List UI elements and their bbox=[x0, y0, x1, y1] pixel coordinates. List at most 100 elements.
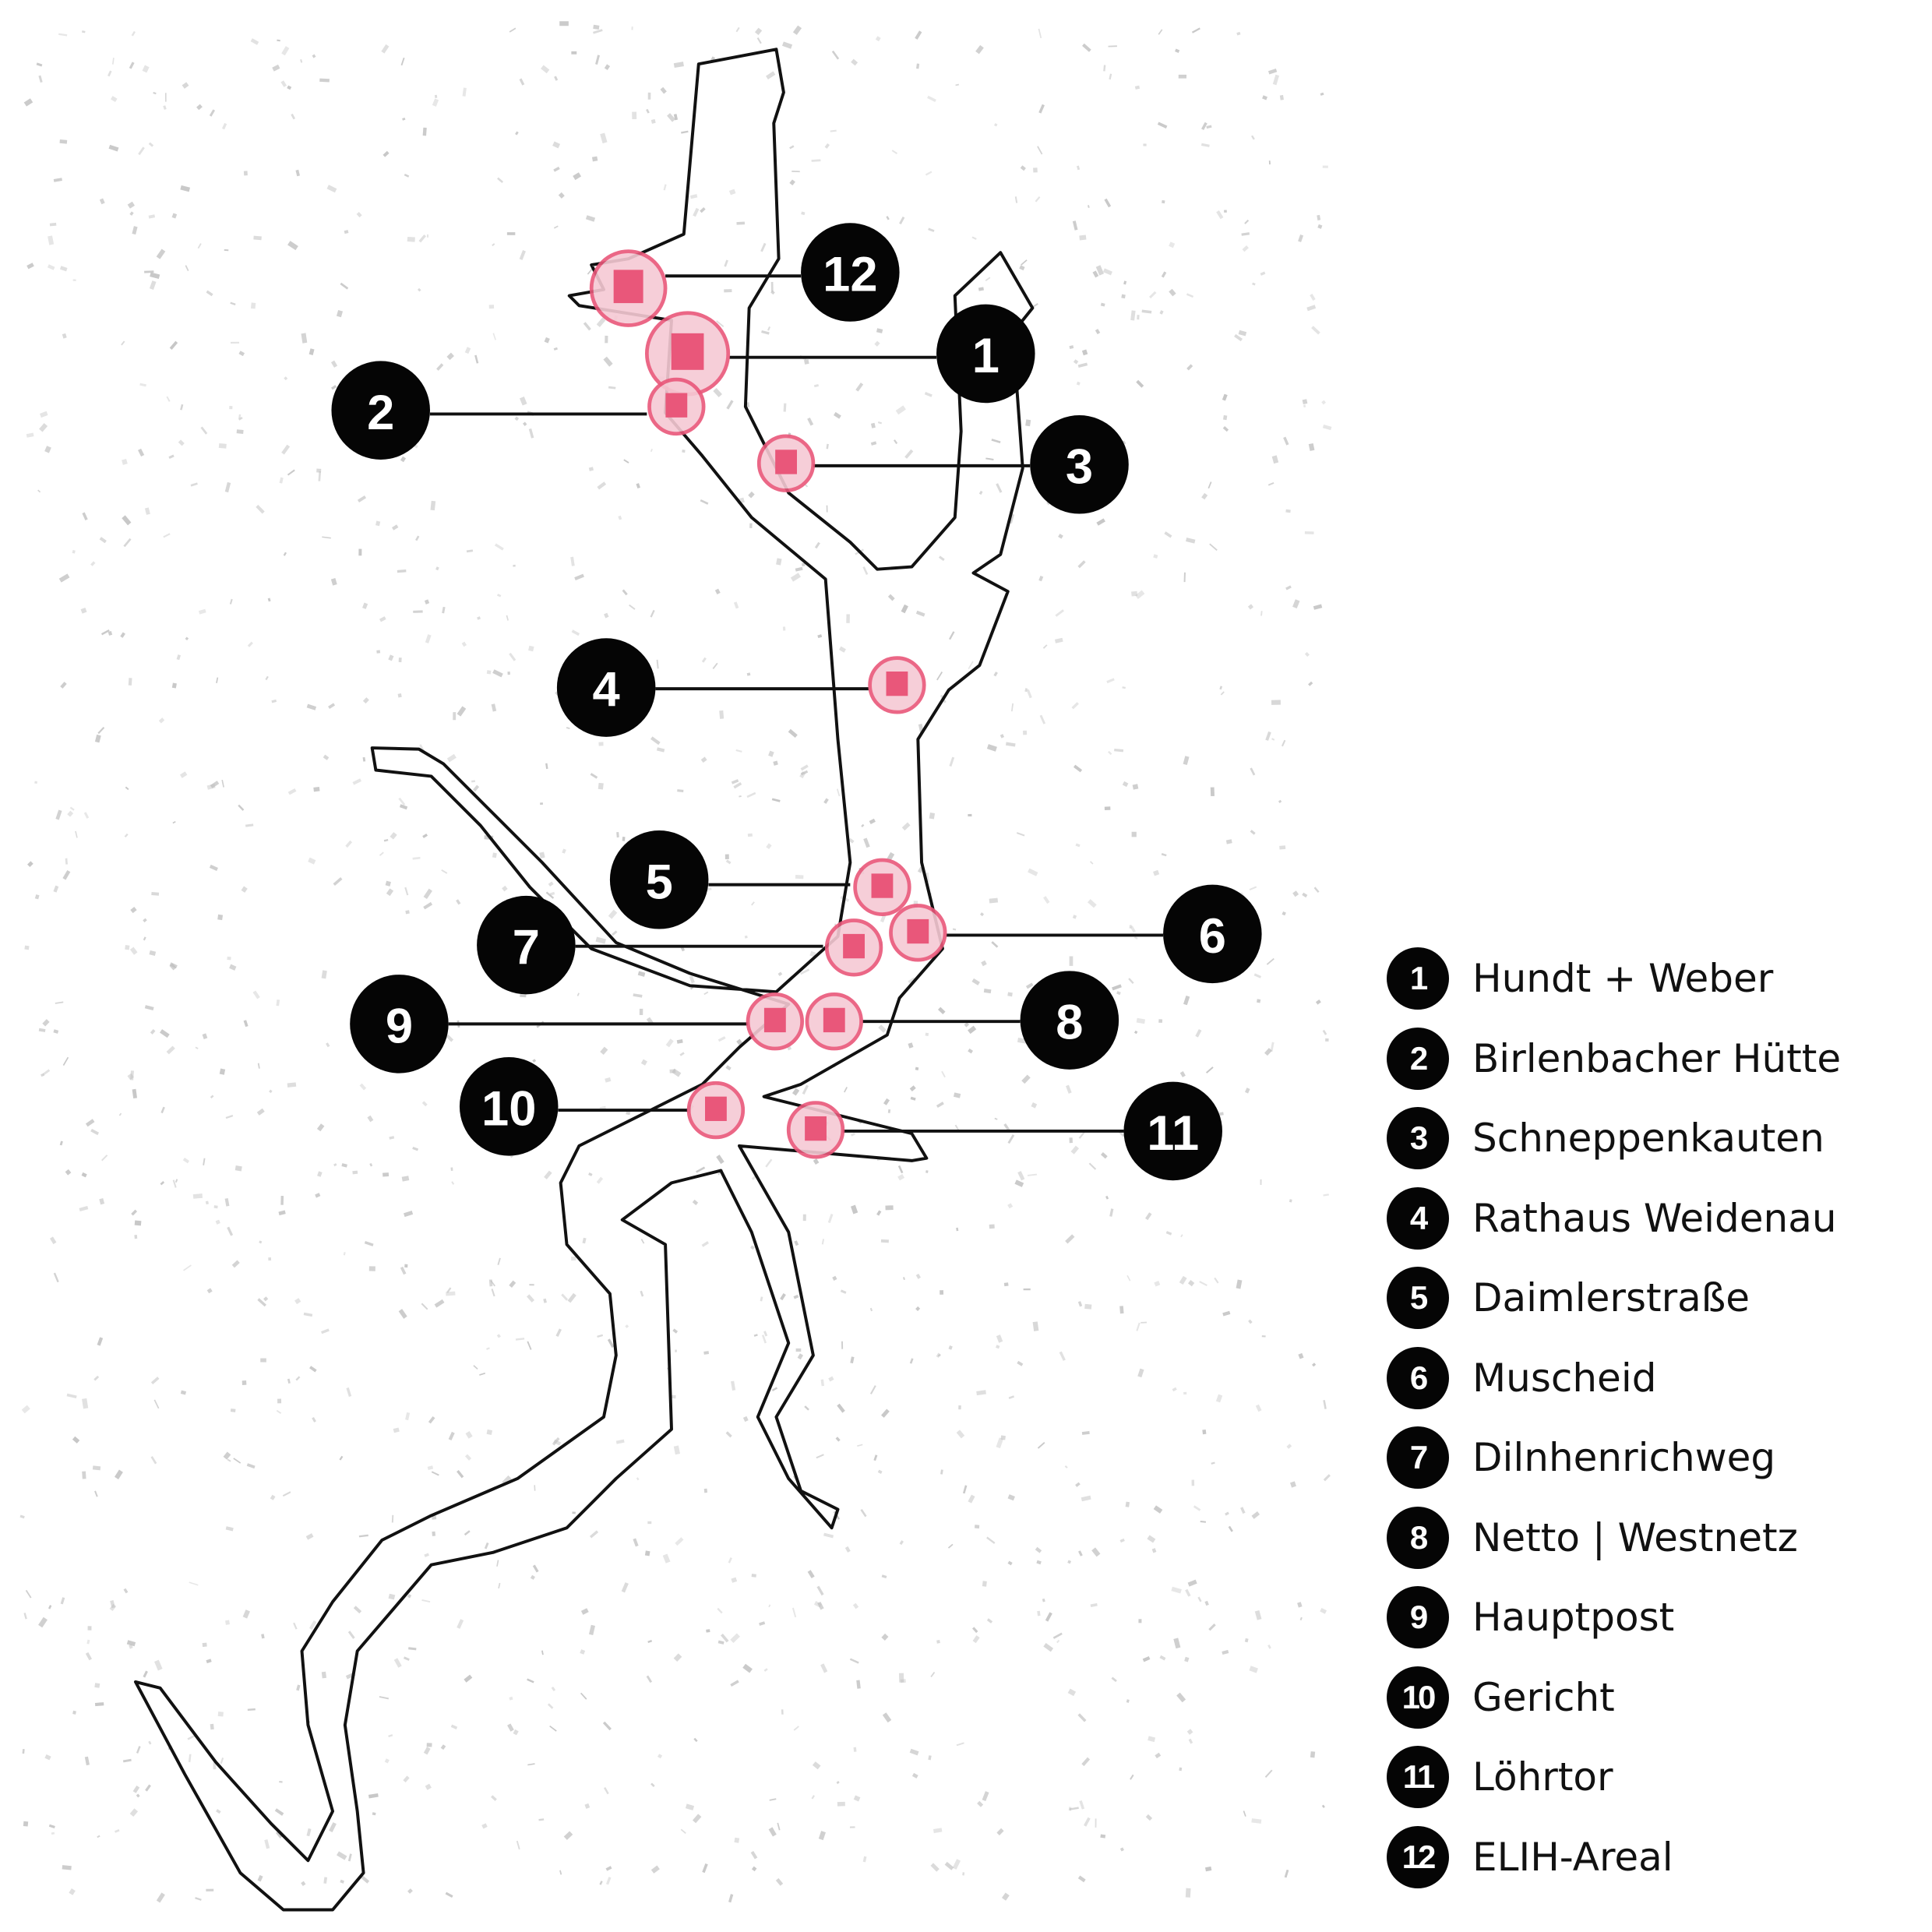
building-mark bbox=[83, 812, 90, 819]
building-mark bbox=[807, 417, 814, 426]
building-mark bbox=[223, 1451, 231, 1460]
building-mark bbox=[1271, 738, 1275, 741]
building-mark bbox=[321, 970, 327, 979]
building-mark bbox=[927, 95, 936, 102]
building-mark bbox=[1208, 481, 1212, 489]
number-badge bbox=[350, 975, 449, 1074]
building-mark bbox=[287, 85, 292, 90]
building-mark bbox=[238, 416, 243, 421]
building-mark bbox=[1254, 1609, 1262, 1620]
building-mark bbox=[1137, 1368, 1144, 1378]
building-mark bbox=[1106, 678, 1115, 684]
building-mark bbox=[148, 1740, 152, 1745]
building-mark bbox=[1271, 455, 1279, 464]
building-mark bbox=[23, 1613, 27, 1620]
legend-label: ELIH-Areal bbox=[1472, 1834, 1673, 1880]
site-marker-9[interactable]: 9 bbox=[350, 975, 805, 1074]
building-mark bbox=[1077, 560, 1086, 569]
building-mark bbox=[392, 524, 399, 531]
building-mark bbox=[571, 51, 577, 55]
building-mark bbox=[375, 520, 381, 527]
building-mark bbox=[381, 44, 390, 54]
building-mark bbox=[507, 1723, 514, 1732]
building-mark bbox=[1298, 234, 1304, 242]
building-mark bbox=[1077, 1713, 1087, 1722]
building-mark bbox=[352, 778, 361, 785]
building-mark bbox=[1279, 94, 1284, 100]
building-mark bbox=[306, 1828, 312, 1837]
building-mark bbox=[802, 1214, 806, 1222]
building-mark bbox=[250, 302, 256, 309]
building-mark bbox=[725, 1431, 732, 1438]
building-mark bbox=[128, 678, 132, 686]
building-mark bbox=[700, 756, 707, 763]
site-marker-6[interactable]: 6 bbox=[889, 884, 1262, 984]
building-mark bbox=[1021, 1074, 1031, 1084]
building-mark bbox=[520, 994, 527, 998]
building-mark bbox=[1252, 282, 1256, 286]
building-mark bbox=[90, 561, 96, 566]
building-mark bbox=[229, 964, 237, 971]
building-mark bbox=[21, 1405, 30, 1414]
building-mark bbox=[53, 885, 59, 893]
building-mark bbox=[823, 1532, 834, 1539]
building-mark bbox=[519, 78, 525, 86]
building-mark bbox=[486, 1429, 492, 1436]
building-mark bbox=[915, 30, 922, 40]
site-marker-10[interactable]: 10 bbox=[459, 1057, 746, 1156]
building-mark bbox=[202, 1033, 208, 1039]
building-mark bbox=[817, 1602, 824, 1610]
building-mark bbox=[949, 756, 955, 767]
building-mark bbox=[1289, 1199, 1292, 1203]
building-mark bbox=[132, 226, 138, 235]
building-mark bbox=[993, 672, 998, 677]
building-mark bbox=[983, 989, 992, 994]
building-mark bbox=[295, 1376, 301, 1381]
building-mark bbox=[1322, 165, 1328, 168]
building-mark bbox=[996, 1828, 1004, 1835]
site-marker-5[interactable]: 5 bbox=[609, 830, 911, 929]
building-mark bbox=[393, 1658, 402, 1668]
site-marker-4[interactable]: 4 bbox=[556, 638, 926, 737]
building-mark bbox=[393, 1427, 400, 1433]
site-marker-2[interactable]: 2 bbox=[331, 361, 706, 460]
building-mark bbox=[417, 287, 421, 292]
building-mark bbox=[1142, 1655, 1151, 1662]
site-marker-7[interactable]: 7 bbox=[477, 895, 883, 995]
building-mark bbox=[977, 1800, 984, 1807]
building-mark bbox=[1323, 1193, 1329, 1197]
building-mark bbox=[662, 1553, 671, 1564]
building-mark bbox=[933, 1828, 943, 1834]
site-marker-8[interactable]: 8 bbox=[805, 971, 1119, 1070]
building-mark bbox=[1260, 611, 1263, 616]
building-mark bbox=[588, 1172, 593, 1176]
building-mark bbox=[200, 426, 208, 435]
building-mark bbox=[509, 1696, 513, 1701]
building-mark bbox=[925, 171, 933, 176]
building-mark bbox=[909, 1748, 919, 1756]
building-mark bbox=[730, 1680, 739, 1687]
building-mark bbox=[412, 1146, 419, 1151]
building-mark bbox=[497, 177, 504, 184]
building-mark bbox=[1297, 1602, 1303, 1608]
building-mark bbox=[1154, 1281, 1161, 1287]
site-marker-3[interactable]: 3 bbox=[756, 415, 1129, 514]
building-mark bbox=[1054, 637, 1063, 643]
building-mark bbox=[996, 483, 1003, 493]
building-mark bbox=[707, 887, 712, 891]
site-marker-1[interactable]: 1 bbox=[644, 304, 1035, 404]
building-mark bbox=[768, 1604, 771, 1608]
building-mark bbox=[171, 682, 177, 689]
building-mark bbox=[760, 1296, 763, 1302]
building-mark bbox=[580, 1692, 587, 1700]
building-mark bbox=[1079, 234, 1087, 241]
building-mark bbox=[1279, 845, 1286, 850]
building-mark bbox=[448, 1431, 455, 1441]
building-mark bbox=[477, 616, 481, 620]
building-mark bbox=[318, 471, 322, 481]
site-marker-12[interactable]: 12 bbox=[589, 223, 900, 327]
building-mark bbox=[434, 1299, 445, 1308]
building-mark bbox=[703, 1351, 710, 1355]
building-mark bbox=[765, 1158, 773, 1168]
site-marker-11[interactable]: 11 bbox=[786, 1081, 1222, 1181]
